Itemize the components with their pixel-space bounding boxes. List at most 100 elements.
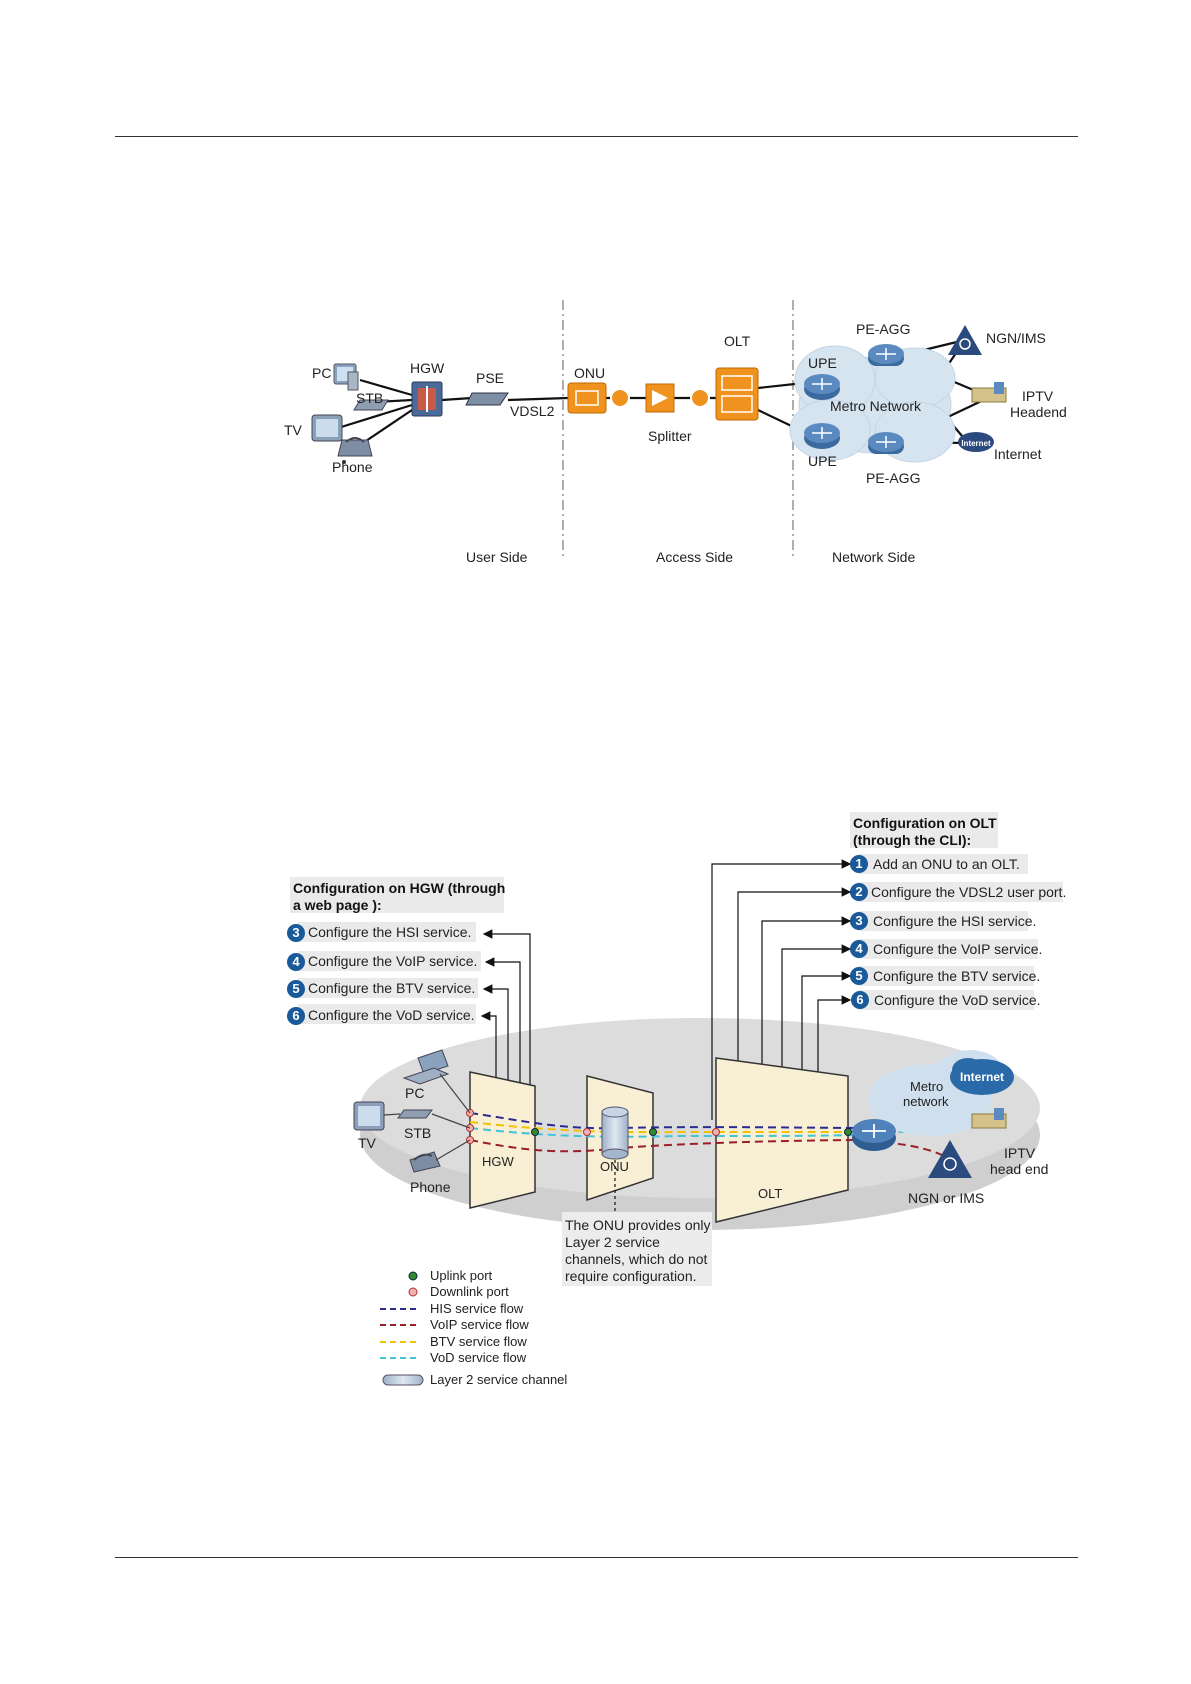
olt-step-1: 1 Add an ONU to an OLT. — [850, 854, 1028, 874]
hgw-label: HGW — [482, 1154, 515, 1169]
legend: Uplink port Downlink port HIS service fl… — [380, 1268, 567, 1387]
olt-step-list: 1 Add an ONU to an OLT. 2 Configure the … — [850, 854, 1066, 1010]
onu-note-line2: Layer 2 service — [565, 1234, 660, 1250]
internet-cloud-icon: Internet — [950, 1058, 1014, 1095]
ngn-ims-label: NGN/IMS — [986, 330, 1046, 346]
pc-icon — [402, 1049, 450, 1085]
upe-router-icon — [804, 374, 840, 400]
pse-icon — [465, 392, 509, 406]
olt-config-title-line1: Configuration on OLT — [853, 815, 997, 831]
olt-step-text: Configure the VDSL2 user port. — [871, 884, 1066, 900]
phone-icon — [337, 437, 373, 464]
olt-config-title-line2: (through the CLI): — [853, 832, 971, 848]
onu-note-line1: The ONU provides only — [565, 1217, 711, 1233]
hgw-config-title-line2: a web page ): — [293, 897, 382, 913]
hgw-step-5: 5 Configure the BTV service. — [287, 978, 478, 998]
hgw-leader-lines — [480, 929, 531, 1108]
legend-label: Layer 2 service channel — [430, 1372, 567, 1387]
olt-step-2: 2 Configure the VDSL2 user port. — [850, 882, 1066, 902]
olt-step-4: 4 Configure the VoIP service. — [850, 939, 1042, 959]
hgw-step-text: Configure the HSI service. — [308, 924, 471, 940]
stb-label: STB — [356, 390, 383, 406]
legend-label: Downlink port — [430, 1284, 509, 1299]
pc-icon — [333, 363, 359, 391]
olt-step-6: 6 Configure the VoD service. — [851, 990, 1041, 1010]
vod-flow — [469, 1117, 991, 1138]
stb-icon — [353, 399, 389, 411]
olt-step-number: 4 — [855, 941, 863, 956]
olt-step-3: 3 Configure the HSI service. — [850, 911, 1036, 931]
legend-downlink: Downlink port — [408, 1284, 509, 1299]
hgw-config-title-line1: Configuration on HGW (through — [293, 880, 505, 896]
olt-step-text: Add an ONU to an OLT. — [873, 856, 1020, 872]
olt-leader-lines — [711, 859, 852, 1120]
olt-step-number: 5 — [855, 968, 862, 983]
network-side-label: Network Side — [832, 549, 915, 565]
metro-cloud — [868, 1050, 1005, 1136]
hgw-step-text: Configure the BTV service. — [308, 980, 475, 996]
tv-label: TV — [358, 1135, 377, 1151]
legend-btv: BTV service flow — [380, 1334, 527, 1349]
iptv-headend-label: head end — [990, 1161, 1048, 1177]
phone-label: Phone — [332, 459, 373, 475]
user-side-label: User Side — [466, 549, 528, 565]
tv-label: TV — [284, 422, 303, 438]
splitter-icon — [645, 383, 675, 413]
tv-icon — [353, 1101, 385, 1131]
fiber-connector-icon — [610, 388, 630, 408]
ngn-ims-label: NGN or IMS — [908, 1190, 984, 1206]
pe-agg-router-icon — [868, 432, 904, 454]
tv-icon — [311, 414, 343, 442]
pc-label: PC — [405, 1085, 424, 1101]
olt-step-text: Configure the VoD service. — [874, 992, 1041, 1008]
onu-note-line3: channels, which do not — [565, 1251, 708, 1267]
olt-step-5: 5 Configure the BTV service. — [850, 966, 1040, 986]
metro-network-label: Metro Network — [830, 398, 922, 414]
legend-label: VoD service flow — [430, 1350, 527, 1365]
ngn-ims-icon — [928, 1140, 972, 1178]
pe-agg-bottom-label: PE-AGG — [866, 470, 920, 486]
phone-icon — [409, 1151, 441, 1173]
topology-diagram: Internet PC STB TV Phone HGW PSE VDSL2 O… — [284, 300, 1067, 565]
onu-icon — [567, 382, 607, 414]
metro-label-line1: Metro — [910, 1079, 943, 1094]
internet-label: Internet — [960, 1070, 1004, 1084]
hgw-box — [469, 1071, 536, 1209]
legend-label: VoIP service flow — [430, 1317, 529, 1332]
footer-rule — [115, 1557, 1078, 1558]
legend-layer2-channel: Layer 2 service channel — [382, 1372, 567, 1387]
onu-label: ONU — [600, 1159, 629, 1174]
pe-agg-top-label: PE-AGG — [856, 321, 910, 337]
platform-disc-side — [360, 1040, 1040, 1230]
legend-label: BTV service flow — [430, 1334, 527, 1349]
hgw-step-3: 3 Configure the HSI service. — [287, 922, 476, 942]
hgw-step-number: 3 — [292, 925, 299, 940]
olt-step-number: 1 — [855, 856, 862, 871]
ngn-ims-icon — [948, 325, 982, 355]
header-rule — [115, 136, 1078, 137]
legend-label: Uplink port — [430, 1268, 493, 1283]
access-side-label: Access Side — [656, 549, 733, 565]
hgw-step-list: 3 Configure the HSI service. 4 Configure… — [287, 922, 481, 1025]
pc-label: PC — [312, 365, 331, 381]
hgw-step-text: Configure the VoIP service. — [308, 953, 477, 969]
olt-label: OLT — [724, 333, 751, 349]
topology-links — [337, 378, 805, 446]
olt-step-text: Configure the BTV service. — [873, 968, 1040, 984]
hgw-label: HGW — [410, 360, 445, 376]
voip-flow — [469, 1138, 949, 1159]
olt-step-number: 6 — [856, 992, 863, 1007]
hgw-step-number: 6 — [292, 1008, 299, 1023]
downlink-ports — [466, 1109, 720, 1144]
legend-voip: VoIP service flow — [380, 1317, 529, 1332]
olt-icon — [715, 367, 759, 421]
stb-icon — [397, 1109, 433, 1119]
onu-label: ONU — [574, 365, 605, 381]
user-device-links — [383, 1073, 471, 1161]
hgw-step-number: 4 — [292, 954, 300, 969]
legend-vod: VoD service flow — [380, 1350, 527, 1365]
onu-layer2-channel — [601, 1106, 629, 1160]
olt-box — [715, 1057, 849, 1223]
olt-label: OLT — [758, 1186, 782, 1201]
phone-label: Phone — [410, 1179, 451, 1195]
